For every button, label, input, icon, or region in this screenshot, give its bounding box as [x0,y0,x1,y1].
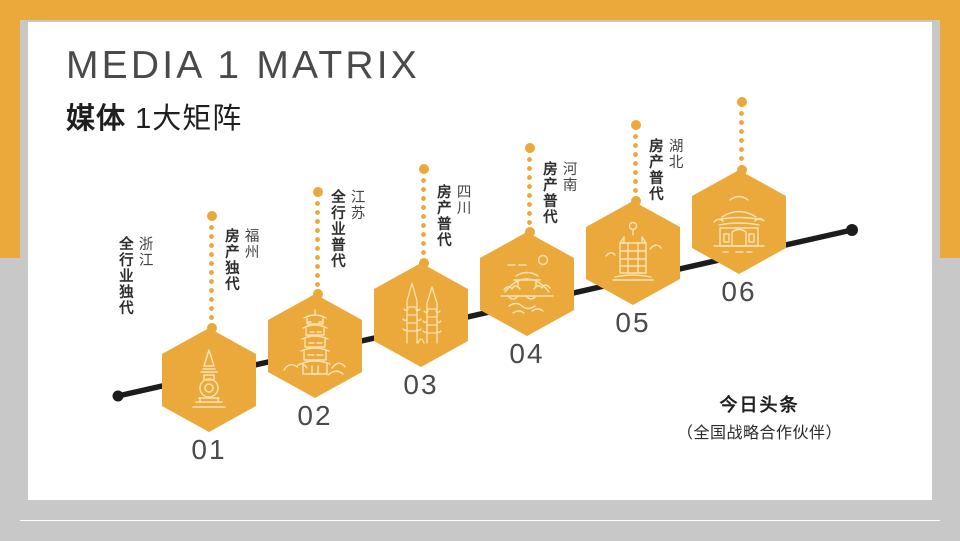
hex-wrap-04[interactable] [480,232,574,336]
connector-top-dot-01 [206,211,217,221]
frame-band-right-gold [940,0,960,258]
timeline-node-04[interactable]: 四川 房产普代 [435,143,574,369]
hex-wrap-01[interactable] [162,328,256,432]
connector-top-dot-06 [736,97,747,107]
tiered-pagoda-icon [268,294,362,398]
node-label-06: 湖北 房产普代 [646,138,683,202]
node-number-01: 01 [191,434,227,465]
timeline-node-02[interactable]: 福州 房产独代 [223,187,362,431]
connector-top-dot-04 [524,143,535,153]
temple-gate-icon [692,170,786,274]
node-region-01: 浙江 [136,236,153,268]
connector-01 [206,211,217,333]
node-number-03: 03 [403,369,439,400]
connector-dots-03 [421,169,426,263]
node-region-02: 福州 [242,228,259,260]
partner-subtitle: （全国战略合作伙伴） [676,425,842,442]
page-title-english: MEDIA 1 MATRIX [66,44,420,87]
frame-band-left-gray [0,258,20,541]
connector-05 [630,120,641,206]
hex-wrap-06[interactable] [692,170,786,274]
twin-spires-icon [374,263,468,367]
connector-top-dot-02 [312,187,323,197]
node-role-05: 房产普代 [540,161,557,225]
timeline-node-01[interactable]: 浙江 全行业独代 01 [117,211,256,465]
node-label-03: 江苏 全行业普代 [328,189,365,269]
frame-band-left-gold [0,0,20,258]
connector-top-dot-03 [418,164,429,174]
connector-dots-01 [209,216,214,328]
node-number-04: 04 [509,338,545,369]
page-title-chinese-light: 1大矩阵 [135,102,243,135]
node-role-02: 房产独代 [222,228,239,292]
node-label-02: 福州 房产独代 [222,228,259,292]
node-region-04: 四川 [454,184,471,216]
frame-band-bottom [0,521,960,541]
connector-02 [312,187,323,299]
hex-wrap-05[interactable] [586,201,680,305]
connector-06 [736,97,747,175]
node-role-04: 房产普代 [434,184,451,248]
bridge-pavilion-icon [480,232,574,336]
node-role-06: 房产普代 [646,138,663,202]
frame-band-top [0,0,960,20]
node-region-03: 江苏 [348,189,365,221]
node-number-05: 05 [615,307,651,338]
title-block: MEDIA 1 MATRIX 媒体 1大矩阵 [66,44,420,137]
node-role-01: 全行业独代 [116,236,133,316]
node-region-05: 河南 [560,161,577,193]
connector-04 [524,143,535,237]
timeline-node-05[interactable]: 河南 房产普代 05 [541,120,680,338]
node-label-04: 四川 房产普代 [434,184,471,248]
connector-dots-04 [527,148,532,232]
connector-dots-05 [633,125,638,201]
tower-building-icon [586,201,680,305]
connector-bottom-dot-05 [630,196,641,206]
connector-03 [418,164,429,268]
connector-top-dot-05 [630,120,641,130]
node-label-05: 河南 房产普代 [540,161,577,225]
connector-bottom-dot-06 [736,165,747,175]
connector-dots-06 [739,102,744,170]
hex-wrap-03[interactable] [374,263,468,367]
timeline-node-03[interactable]: 江苏 全行业普代 03 [329,164,468,400]
node-number-06: 06 [721,276,757,307]
timeline-node-06[interactable]: 湖北 房产普代 06 [647,97,786,307]
node-number-02: 02 [297,400,333,431]
page-title-chinese-bold: 媒体 [66,102,127,135]
partner-name: 今日头条 [719,395,800,415]
node-role-03: 全行业普代 [328,189,345,269]
hex-wrap-02[interactable] [268,294,362,398]
node-region-06: 湖北 [666,138,683,170]
node-label-01: 浙江 全行业独代 [116,236,153,316]
frame-band-right-gray [940,258,960,541]
partner-note: 今日头条 （全国战略合作伙伴） [677,392,842,445]
connector-dots-02 [315,192,320,294]
stupa-pagoda-icon [162,328,256,432]
page-title-chinese: 媒体 1大矩阵 [66,95,420,137]
